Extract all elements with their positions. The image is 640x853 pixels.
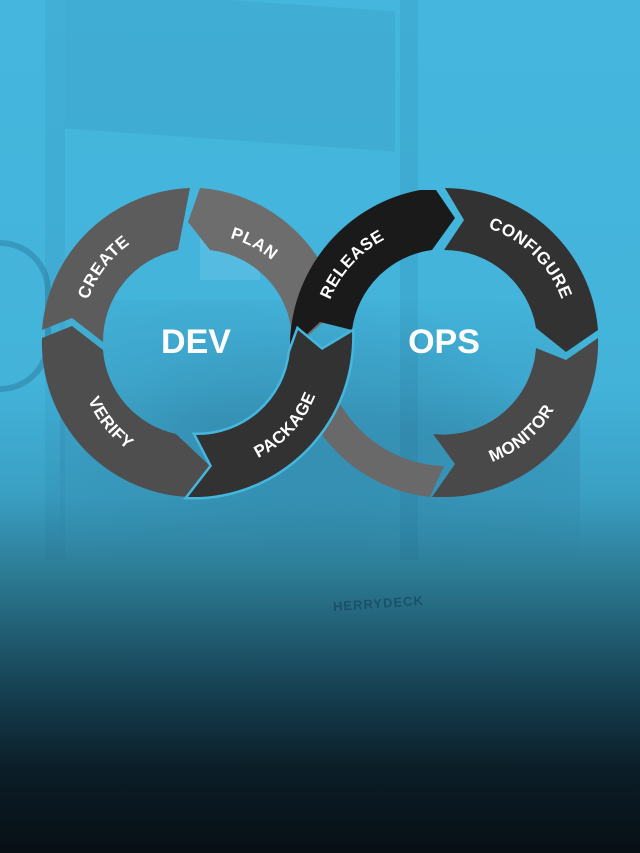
segment-create: CREATE: [42, 188, 190, 342]
segment-package: PACKAGE: [182, 325, 355, 500]
dev-center-label: DEV: [161, 323, 231, 361]
background-pillar: [400, 0, 418, 560]
ops-center-label: OPS: [408, 323, 480, 361]
segment-monitor: MONITOR: [432, 338, 599, 497]
